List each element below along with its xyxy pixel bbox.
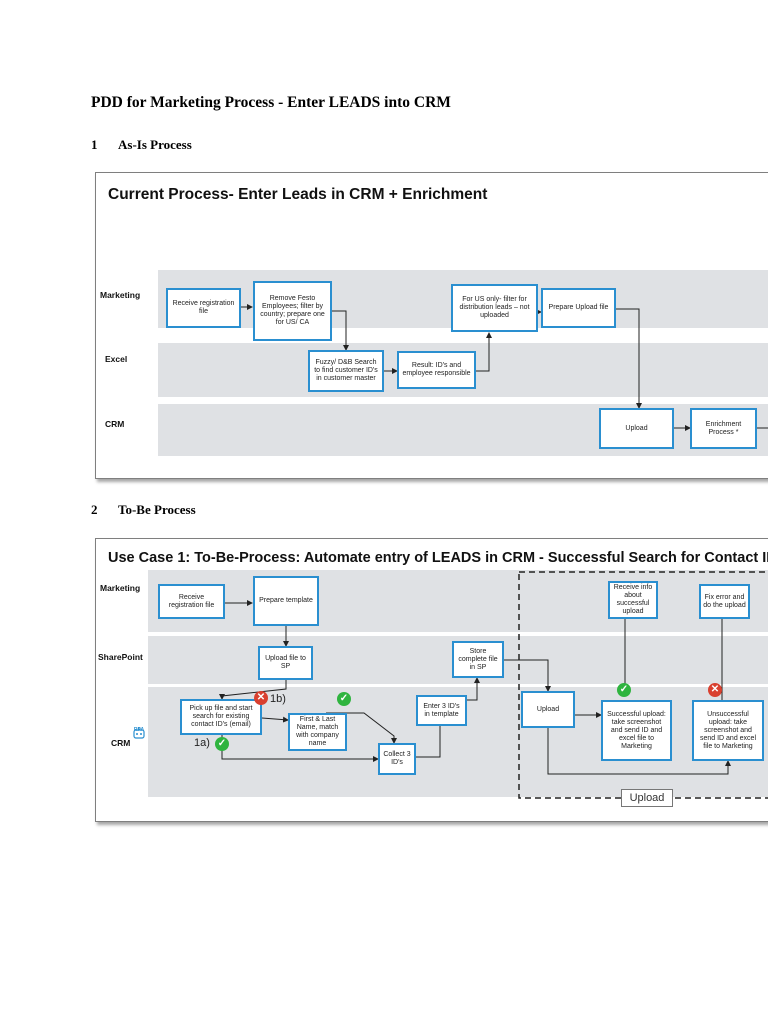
process-box: Result: ID's and employee responsible [397,351,476,389]
lane-label-sharepoint: SharePoint [98,652,143,662]
process-box: Prepare template [253,576,319,626]
lane-label-crm: CRM [105,419,125,429]
process-box: Unsuccessful upload: take screenshot and… [692,700,764,761]
figure-title: Use Case 1: To-Be-Process: Automate entr… [108,550,768,566]
path-label-1b: 1b) [270,693,286,705]
check-icon: ✓ [617,683,631,697]
process-box: Fix error and do the upload [699,584,750,619]
lane-label-marketing: Marketing [100,583,141,593]
process-box: Collect 3 ID's [378,743,416,775]
path-label-1a: 1a) [194,737,210,749]
process-box: For US only- filter for distribution lea… [451,284,538,332]
process-box: Prepare Upload file [541,288,616,328]
process-box: Fuzzy/ D&B Search to find customer ID's … [308,350,384,392]
process-box: Pick up file and start search for existi… [180,699,262,735]
process-box: Enter 3 ID's in template [416,695,467,726]
as-is-process-diagram: Current Process- Enter Leads in CRM + En… [95,172,768,479]
process-box: Store complete file in SP [452,641,504,678]
process-box: Remove Festo Employees; filter by countr… [253,281,332,341]
error-icon: ✕ [254,691,268,705]
process-box: Successful upload: take screenshot and s… [601,700,672,761]
robot-icon: RPA [132,727,146,749]
lane-label-crm: CRM [111,738,131,748]
section-title: To-Be Process [118,502,196,517]
to-be-connectors [148,570,768,799]
check-icon: ✓ [215,737,229,751]
upload-group-label: Upload [621,789,673,807]
figure-title: Current Process- Enter Leads in CRM + En… [108,186,488,203]
process-box: Receive registration file [158,584,225,619]
error-icon: ✕ [708,683,722,697]
to-be-process-diagram: Use Case 1: To-Be-Process: Automate entr… [95,538,768,822]
process-box: Upload file to SP [258,646,313,680]
process-box: Upload [521,691,575,728]
lane-label-marketing: Marketing [100,290,141,300]
section-number: 2 [91,502,98,517]
lane-band-crm [158,404,768,456]
section-number: 1 [91,137,98,152]
section-heading-to-be: 2 To-Be Process [91,502,196,518]
process-box: Receive info about successful upload [608,581,658,619]
process-box: First & Last Name, match with company na… [288,713,347,751]
process-box: Receive registration file [166,288,241,328]
lane-band-marketing [148,570,768,632]
process-box: Upload [599,408,674,449]
document-title: PDD for Marketing Process - Enter LEADS … [91,94,451,111]
section-title: As-Is Process [118,137,192,152]
check-icon: ✓ [337,692,351,706]
lane-label-excel: Excel [105,354,128,364]
process-box: Enrichment Process * [690,408,757,449]
section-heading-as-is: 1 As-Is Process [91,137,192,153]
